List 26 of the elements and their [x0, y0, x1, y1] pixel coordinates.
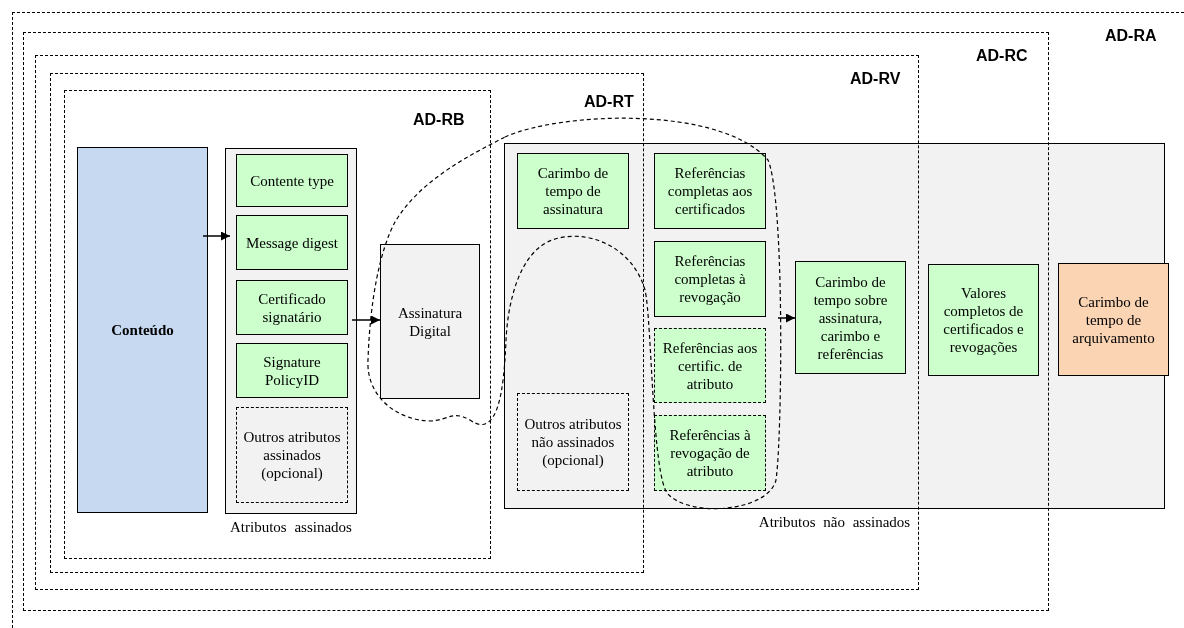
attribute-box: Valores completos de certificados e revogações [928, 264, 1039, 376]
attribute-box: Message digest [236, 215, 348, 270]
attribute-box: Carimbo de tempo de assinatura [517, 153, 629, 229]
attribute-box: Carimbo de tempo sobre assinatura, carimbo e referências [795, 261, 906, 374]
attribute-box: Referências aos certific. de atributo [654, 328, 766, 403]
attribute-box: Certificado signatário [236, 280, 348, 335]
arrow [777, 313, 796, 323]
attribute-box: Referências à revogação de atributo [654, 415, 766, 491]
region-label: AD-RC [976, 47, 1028, 65]
attribute-box: Carimbo de tempo de arquivamento [1058, 263, 1169, 376]
arrow [202, 231, 231, 241]
region-label: AD-RB [413, 111, 465, 129]
attribute-box: Contente type [236, 154, 348, 207]
attribute-box: Outros atributos não assinados (opcional) [517, 393, 629, 491]
arrow [351, 315, 381, 325]
region-label: AD-RT [584, 93, 634, 111]
region-label: AD-RA [1105, 27, 1157, 45]
attribute-box: Outros atributos assinados (opcional) [236, 407, 348, 503]
attribute-box: Referências completas à revogação [654, 241, 766, 317]
content-box: Conteúdo [77, 147, 208, 513]
attribute-box: Assinatura Digital [380, 244, 480, 399]
group-caption: Atributos assinados [229, 519, 353, 536]
region-label: AD-RV [850, 70, 901, 88]
attribute-box: Referências completas aos certificados [654, 153, 766, 229]
group-caption: Atributos não assinados [757, 514, 912, 531]
attribute-box: Signature PolicyID [236, 343, 348, 398]
